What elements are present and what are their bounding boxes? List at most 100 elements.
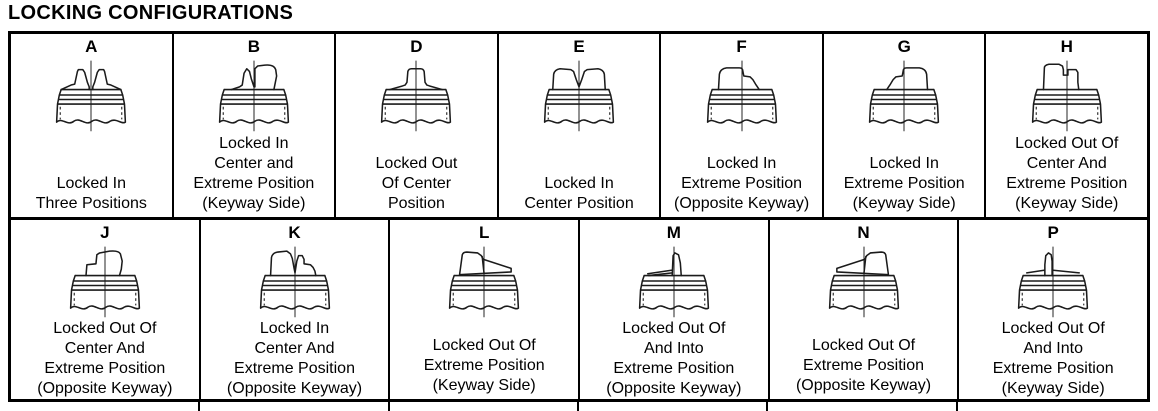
- caption-line: Locked In: [219, 135, 289, 152]
- config-letter: H: [1060, 37, 1073, 56]
- config-letter: M: [666, 223, 681, 242]
- config-cell-N: N Locked Out Of Extreme Position (Opposite …: [770, 220, 960, 399]
- caption-line: (Opposite Keyway): [606, 380, 742, 397]
- caption-line: (Keyway Side): [432, 377, 536, 394]
- config-cell-F: F Locked In Extreme Position (Opposite Keyw…: [661, 34, 824, 217]
- caption-line: Locked In: [56, 175, 126, 192]
- caption-line: Locked Out Of: [1015, 135, 1119, 152]
- config-cell-L: L Locked Out Of Extreme Position (Keyway Si…: [390, 220, 581, 399]
- config-caption: Locked In Extreme Position (Keyway Side): [844, 154, 965, 215]
- locking-configurations-table: A Locked In Three Positions B Locked In Cente…: [8, 31, 1150, 402]
- lock-figure-h-icon: [1017, 56, 1117, 134]
- caption-line: Extreme Position: [234, 360, 355, 377]
- lock-figure-g-icon: [854, 56, 954, 154]
- config-letter: L: [478, 223, 490, 242]
- config-letter: B: [247, 37, 260, 56]
- config-letter: P: [1047, 223, 1059, 242]
- lock-figure-l-icon: [434, 242, 534, 336]
- caption-line: Extreme Position: [193, 175, 315, 192]
- caption-line: Center and: [214, 155, 294, 172]
- caption-line: Of Center: [381, 175, 452, 192]
- caption-line: Center Position: [524, 195, 634, 212]
- config-cell-A: A Locked In Three Positions: [11, 34, 174, 217]
- lock-figure-j-icon: [55, 242, 155, 319]
- caption-line: Extreme Position: [423, 357, 545, 374]
- config-caption: Locked In Three Positions: [36, 174, 147, 215]
- caption-line: Locked Out Of: [53, 320, 157, 337]
- caption-line: Locked In: [544, 175, 614, 192]
- caption-line: Extreme Position: [1006, 175, 1128, 192]
- caption-line: Position: [387, 195, 445, 212]
- config-cell-G: G Locked In Extreme Position (Keyway Side): [824, 34, 987, 217]
- caption-line: And Into: [644, 340, 704, 357]
- caption-line: (Keyway Side): [202, 195, 306, 212]
- caption-line: Locked Out Of: [1001, 320, 1105, 337]
- config-letter: F: [736, 37, 747, 56]
- table-border-stub: [577, 399, 579, 411]
- config-letter: E: [573, 37, 585, 56]
- table-row-1: A Locked In Three Positions B Locked In Cente…: [11, 34, 1147, 220]
- caption-line: Locked Out Of: [622, 320, 726, 337]
- lock-figure-p-icon: [1003, 242, 1103, 319]
- caption-line: Extreme Position: [44, 360, 166, 377]
- lock-figure-k-icon: [245, 242, 345, 319]
- table-border-stub: [766, 399, 769, 411]
- caption-line: Center And: [1026, 155, 1107, 172]
- lock-figure-f-icon: [692, 56, 792, 154]
- caption-line: Locked In: [706, 155, 777, 172]
- lock-figure-e-icon: [529, 56, 629, 174]
- caption-line: (Opposite Keyway): [226, 380, 363, 397]
- caption-line: Center And: [64, 340, 145, 357]
- config-caption: Locked Out Of Extreme Position (Keyway Sid…: [424, 336, 545, 397]
- lock-figure-m-icon: [624, 242, 724, 319]
- caption-line: Locked In: [259, 320, 330, 337]
- config-letter: G: [897, 37, 911, 56]
- config-letter: J: [100, 223, 110, 242]
- caption-line: Locked In: [869, 155, 939, 172]
- config-letter: K: [288, 223, 301, 242]
- table-border-stub: [955, 399, 958, 411]
- config-cell-E: E Locked In Center Position: [499, 34, 662, 217]
- caption-line: (Opposite Keyway): [674, 195, 810, 212]
- caption-line: Locked Out: [375, 155, 458, 172]
- config-caption: Locked In Center Position: [524, 174, 633, 215]
- table-border-stub: [387, 399, 390, 411]
- lock-figure-n-icon: [814, 242, 914, 336]
- config-caption: Locked Out Of Extreme Position (Opposite K…: [796, 336, 931, 397]
- config-letter: N: [857, 223, 870, 242]
- caption-line: (Opposite Keyway): [37, 380, 173, 397]
- caption-line: Locked Out Of: [432, 337, 536, 354]
- config-letter: D: [410, 37, 423, 56]
- caption-line: Three Positions: [35, 195, 147, 212]
- caption-line: And Into: [1023, 340, 1083, 357]
- caption-line: Extreme Position: [613, 360, 735, 377]
- caption-line: Center And: [254, 340, 335, 357]
- lock-figure-b-icon: [204, 56, 304, 134]
- caption-line: (Keyway Side): [1001, 380, 1105, 397]
- caption-line: Extreme Position: [803, 357, 924, 374]
- caption-line: (Opposite Keyway): [795, 377, 932, 394]
- config-caption: Locked In Extreme Position (Opposite Keywa…: [674, 154, 809, 215]
- caption-line: Extreme Position: [843, 175, 965, 192]
- config-letter: A: [85, 37, 98, 56]
- caption-line: (Keyway Side): [852, 195, 956, 212]
- caption-line: Extreme Position: [681, 175, 803, 192]
- lock-figure-a-icon: [41, 56, 141, 174]
- table-border-stub: [198, 399, 201, 411]
- caption-line: Locked Out Of: [811, 337, 916, 354]
